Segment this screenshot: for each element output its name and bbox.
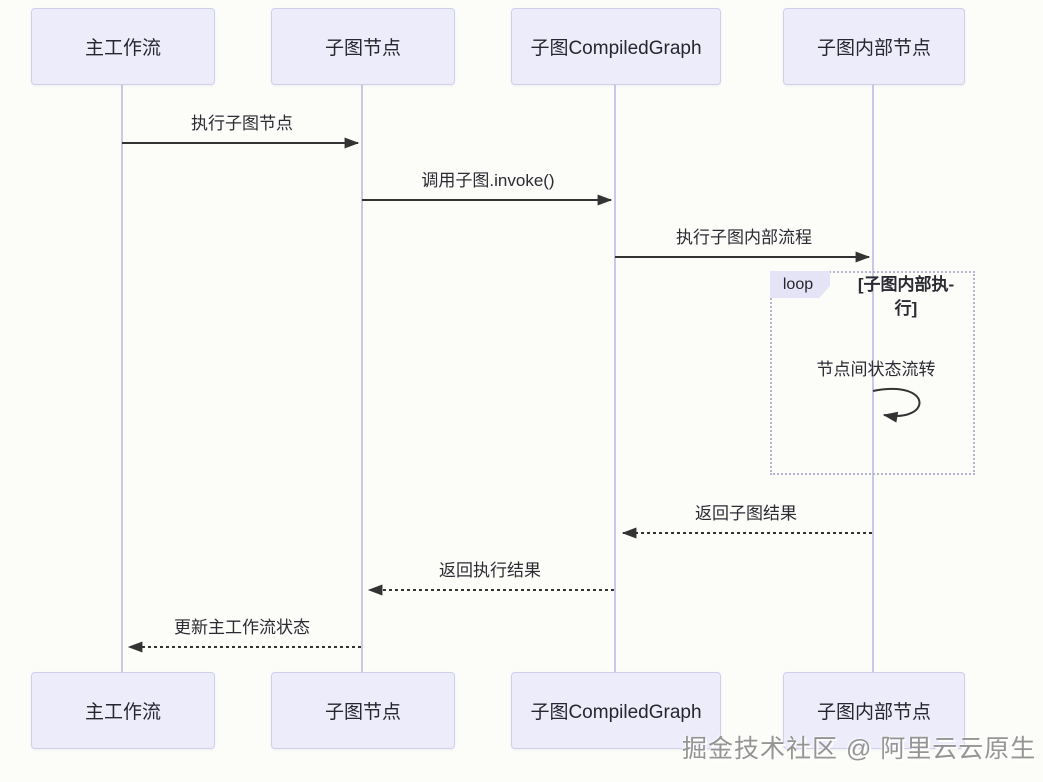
actor-top-subgraph-compiledgraph: 子图CompiledGraph — [511, 8, 721, 85]
actor-bottom-subgraph-node: 子图节点 — [271, 672, 455, 749]
message-label-6: 返回执行结果 — [439, 561, 541, 580]
actor-top-subgraph-node: 子图节点 — [271, 8, 455, 85]
actor-label: 子图内部节点 — [816, 38, 931, 59]
actor-label: 子图节点 — [324, 38, 401, 59]
actor-label: 主工作流 — [84, 38, 161, 59]
loop-condition-line1: [子图内部执- — [857, 275, 955, 294]
actor-bottom-subgraph-internal-node: 子图内部节点 — [783, 672, 965, 749]
message-label-2: 调用子图.invoke() — [421, 171, 555, 190]
message-label-self: 节点间状态流转 — [816, 360, 936, 379]
actor-bottom-subgraph-compiledgraph: 子图CompiledGraph — [511, 672, 721, 749]
actor-label: 子图内部节点 — [816, 702, 931, 723]
loop-condition-line2: 行] — [894, 299, 918, 318]
actor-label: 主工作流 — [84, 702, 161, 723]
actor-top-subgraph-internal-node: 子图内部节点 — [783, 8, 965, 85]
message-label-7: 更新主工作流状态 — [174, 618, 310, 637]
message-label-5: 返回子图结果 — [695, 504, 797, 523]
actor-label: 子图CompiledGraph — [530, 702, 702, 723]
actor-bottom-main-workflow: 主工作流 — [31, 672, 215, 749]
lifeline-subgraph-compiledgraph — [614, 85, 616, 672]
lifeline-main-workflow — [121, 85, 123, 672]
actor-label: 子图节点 — [324, 702, 401, 723]
watermark: 掘金技术社区 @ 阿里云云原生 — [682, 735, 1037, 763]
actor-top-main-workflow: 主工作流 — [31, 8, 215, 85]
actor-label: 子图CompiledGraph — [530, 38, 702, 59]
loop-fragment-condition: [子图内部执- 行] — [826, 273, 986, 321]
loop-fragment-label: loop — [770, 271, 830, 298]
lifeline-subgraph-internal-node — [872, 85, 874, 672]
message-label-1: 执行子图节点 — [191, 114, 293, 133]
lifeline-subgraph-node — [361, 85, 363, 672]
loop-fragment-box — [770, 271, 975, 475]
message-label-3: 执行子图内部流程 — [676, 228, 812, 247]
